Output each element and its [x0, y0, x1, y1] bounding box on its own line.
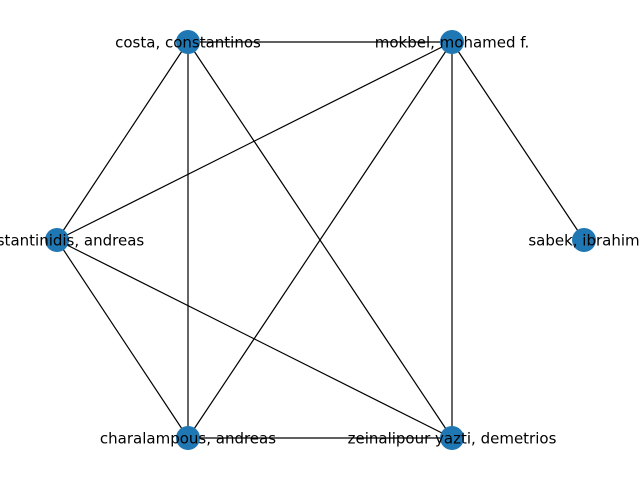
node-label-charalampous: charalampous, andreas — [100, 430, 276, 448]
node-label-mokbel: mokbel, mohamed f. — [375, 34, 530, 52]
node-konstantinidis — [45, 228, 69, 252]
node-mokbel — [440, 30, 464, 54]
node-layer — [45, 30, 596, 450]
label-layer: costa, constantinos mokbel, mohamed f. con… — [0, 34, 640, 448]
edge-konstantinidis-charalampous — [56, 239, 189, 439]
node-sabek — [572, 228, 596, 252]
edge-costa-konstantinidis — [56, 41, 189, 241]
edge-mokbel-konstantinidis — [56, 41, 453, 241]
edge-mokbel-sabek — [451, 41, 585, 241]
node-label-zeinalipour: zeinalipour yazti, demetrios — [348, 430, 557, 448]
edge-mokbel-charalampous — [187, 41, 453, 439]
node-label-konstantinidis: constantinidis, andreas — [0, 232, 144, 250]
node-label-costa: costa, constantinos — [115, 34, 261, 52]
edge-layer — [56, 41, 585, 439]
node-label-sabek: sabek, ibrahim — [528, 232, 639, 250]
edge-konstantinidis-zeinalipour — [56, 239, 453, 439]
node-zeinalipour — [440, 426, 464, 450]
node-charalampous — [176, 426, 200, 450]
node-costa — [176, 30, 200, 54]
